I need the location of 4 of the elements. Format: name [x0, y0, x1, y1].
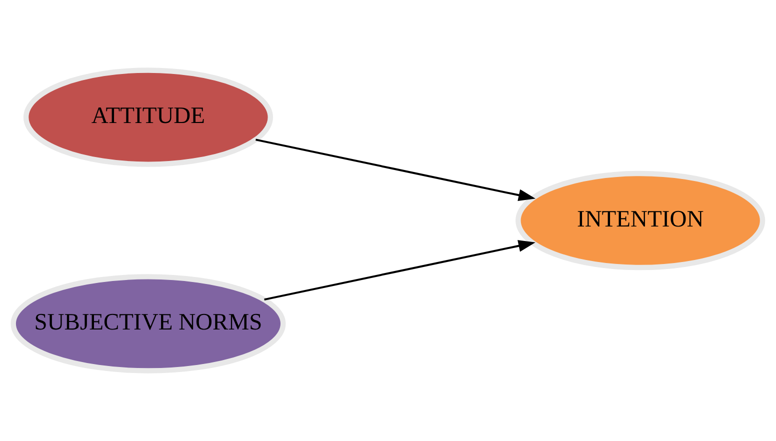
arrow	[264, 240, 536, 300]
arrow	[256, 138, 536, 201]
node-ellipse: SUBJECTIVE NORMS	[10, 274, 286, 374]
node-ellipse: ATTITUDE	[23, 68, 274, 167]
